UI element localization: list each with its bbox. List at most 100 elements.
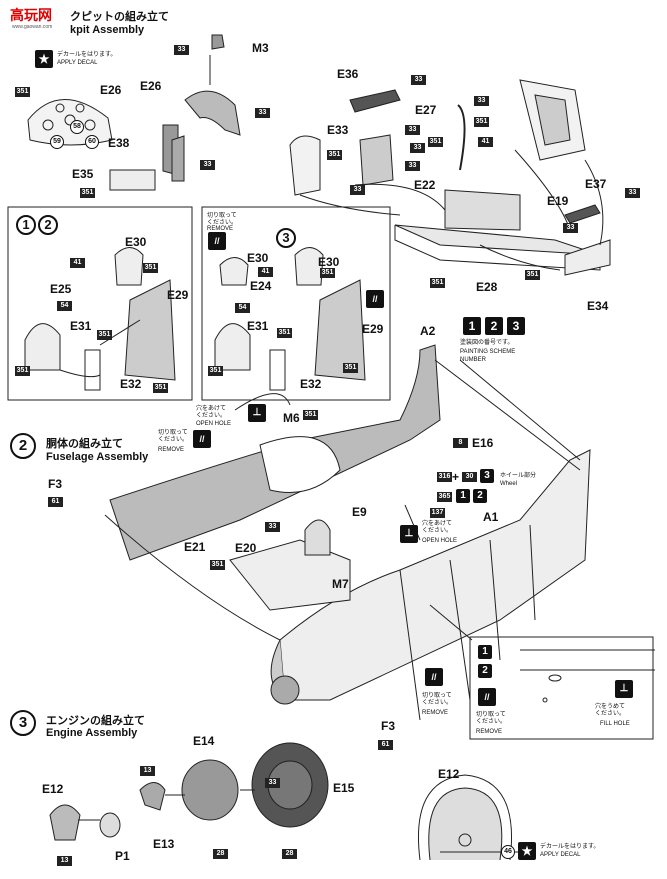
plus-sign: + xyxy=(452,470,460,484)
part-a2: A2 xyxy=(420,324,436,338)
part-e31b: E31 xyxy=(247,319,269,333)
color-33: 33 xyxy=(200,160,215,170)
part-e28a: E28 xyxy=(476,280,498,294)
color-59: 59 xyxy=(50,135,64,149)
part-e32a: E32 xyxy=(120,377,142,391)
color-8: 8 xyxy=(453,438,468,448)
color-46: 46 xyxy=(501,845,515,859)
color-351: 351 xyxy=(343,363,358,373)
decal1-jp: デカールをはります。 xyxy=(57,52,117,58)
scheme-1-legend: 1 xyxy=(463,317,481,335)
openhole-icon: ⊥ xyxy=(400,525,418,543)
remove2-en: REMOVE xyxy=(158,447,185,453)
part-e14: E14 xyxy=(193,734,215,748)
color-351: 351 xyxy=(303,410,318,420)
scheme-2-wheel: 2 xyxy=(473,489,487,503)
part-e31a: E31 xyxy=(70,319,92,333)
scheme-2-inset: 2 xyxy=(478,664,492,678)
remove-icon: // xyxy=(366,290,384,308)
color-13: 13 xyxy=(140,766,155,776)
color-33: 33 xyxy=(405,161,420,171)
color-13: 13 xyxy=(57,856,72,866)
watermark-url: www.gaowan.com xyxy=(12,24,53,30)
part-e22: E22 xyxy=(414,178,436,192)
color-60: 60 xyxy=(85,135,99,149)
color-33: 33 xyxy=(625,188,640,198)
scheme-1-wheel: 1 xyxy=(456,489,470,503)
color-365: 365 xyxy=(437,492,452,502)
part-e30b: E30 xyxy=(247,251,269,265)
painting-en1: PAINTING SCHEME xyxy=(460,349,516,355)
color-351: 351 xyxy=(430,278,445,288)
color-351: 351 xyxy=(97,330,112,340)
part-e38: E38 xyxy=(108,136,130,150)
star-decal-icon: ★ xyxy=(35,50,53,68)
part-e35: E35 xyxy=(72,167,94,181)
painting-jp: 塗装図の番号です。 xyxy=(460,340,514,346)
remove-icon: // xyxy=(193,430,211,448)
color-33: 33 xyxy=(474,96,489,106)
part-e19: E19 xyxy=(547,194,569,208)
part-e12a: E12 xyxy=(42,782,64,796)
part-e25: E25 xyxy=(50,282,72,296)
scheme-3-badge: 3 xyxy=(276,228,296,248)
part-m6: M6 xyxy=(283,411,300,425)
color-61: 61 xyxy=(378,740,393,750)
remove-icon: // xyxy=(425,668,443,686)
remove-icon: // xyxy=(208,232,226,250)
color-137: 137 xyxy=(430,508,445,518)
color-351: 351 xyxy=(428,137,443,147)
color-351: 351 xyxy=(80,188,95,198)
color-33: 33 xyxy=(350,185,365,195)
openhole1-jp: 穴をあけて ください。 xyxy=(196,406,227,419)
part-a1: A1 xyxy=(483,510,499,524)
color-351: 351 xyxy=(327,150,342,160)
fillhole-jp: 穴をうめて ください。 xyxy=(595,704,626,717)
fillhole-icon: ⊥ xyxy=(615,680,633,698)
color-58: 58 xyxy=(70,120,84,134)
scheme-3-legend: 3 xyxy=(507,317,525,335)
remove-icon: // xyxy=(478,688,496,706)
remove1-en: REMOVE xyxy=(207,226,234,232)
color-33: 33 xyxy=(563,223,578,233)
part-e20: E20 xyxy=(235,541,257,555)
part-p1: P1 xyxy=(115,849,130,863)
remove3-jp: 切り取って ください。 xyxy=(422,693,453,706)
color-351: 351 xyxy=(474,117,489,127)
openhole1-en: OPEN HOLE xyxy=(196,421,232,427)
step2-title-jp: 胴体の組み立て xyxy=(46,438,123,450)
remove2-jp: 切り取って ください。 xyxy=(158,430,189,443)
step3-title-en: Engine Assembly xyxy=(46,727,138,739)
color-351: 351 xyxy=(277,328,292,338)
step1-title-en: kpit Assembly xyxy=(70,24,145,36)
color-41: 41 xyxy=(478,137,493,147)
part-e26: E26 xyxy=(100,83,122,97)
color-28: 28 xyxy=(282,849,297,859)
openhole2-en: OPEN HOLE xyxy=(422,538,458,544)
part-e21: E21 xyxy=(184,540,206,554)
color-33: 33 xyxy=(255,108,270,118)
color-351: 351 xyxy=(320,268,335,278)
color-41: 41 xyxy=(70,258,85,268)
color-351: 351 xyxy=(15,87,30,97)
wheel-jp: ホイール部分 xyxy=(500,473,537,479)
step2-title-en: Fuselage Assembly xyxy=(46,451,149,463)
part-e36: E36 xyxy=(337,67,359,81)
color-30: 30 xyxy=(462,472,477,482)
color-54: 54 xyxy=(235,303,250,313)
step2-number: 2 xyxy=(10,433,36,459)
painting-en2: NUMBER xyxy=(460,357,487,363)
part-e15: E15 xyxy=(333,781,355,795)
remove4-en: REMOVE xyxy=(476,729,503,735)
remove4-jp: 切り取って ください。 xyxy=(476,712,507,725)
part-e34: E34 xyxy=(587,299,609,313)
part-m7: M7 xyxy=(332,577,349,591)
star-decal-icon: ★ xyxy=(518,842,536,860)
color-54: 54 xyxy=(57,301,72,311)
color-351: 351 xyxy=(15,366,30,376)
color-33: 33 xyxy=(411,75,426,85)
part-e29a: E29 xyxy=(167,288,189,302)
part-f3a: F3 xyxy=(48,477,63,491)
part-e27: E27 xyxy=(415,103,437,117)
